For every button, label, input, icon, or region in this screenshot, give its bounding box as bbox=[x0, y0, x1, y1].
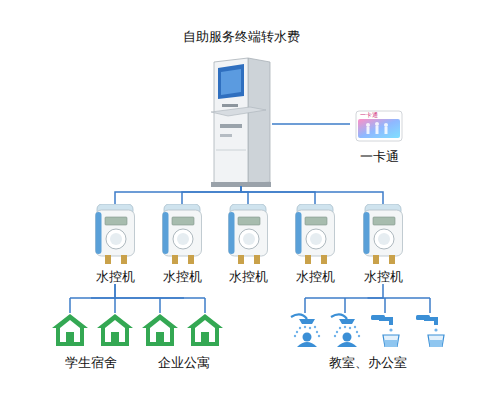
water-meter bbox=[296, 204, 335, 264]
kiosk-screen-inner bbox=[221, 69, 241, 95]
connector-line bbox=[115, 284, 184, 298]
connector-line bbox=[241, 186, 248, 204]
water-meter bbox=[163, 204, 202, 264]
card-node: 一卡通 bbox=[350, 108, 408, 164]
branch-drop bbox=[429, 298, 431, 313]
node-label: 水控机 bbox=[73, 269, 157, 284]
card-figures bbox=[366, 122, 388, 134]
water-controller: 水控机 bbox=[293, 204, 337, 284]
branch-bus bbox=[305, 297, 430, 299]
card-body bbox=[356, 111, 402, 141]
kiosk-side bbox=[248, 58, 270, 184]
kiosk-slot bbox=[220, 124, 242, 128]
node-heading: 自助服务终端转水费 bbox=[183, 29, 300, 44]
kiosk-node: 自助服务终端转水费 bbox=[210, 54, 272, 186]
node-label: 水控机 bbox=[273, 269, 357, 284]
branch-drop bbox=[384, 298, 386, 313]
node-label: 学生宿舍 bbox=[26, 355, 156, 370]
connector-line bbox=[368, 284, 384, 298]
card-illustration bbox=[356, 111, 402, 141]
connector-line bbox=[241, 186, 315, 204]
branch-drop bbox=[304, 298, 306, 313]
water-controller: 水控机 bbox=[160, 204, 204, 284]
kiosk-slot bbox=[222, 104, 238, 107]
kiosk-illustration bbox=[211, 58, 271, 187]
water-meter bbox=[364, 204, 403, 264]
branch-drop bbox=[344, 298, 346, 313]
shower-icon bbox=[291, 314, 320, 347]
water-use-icons bbox=[291, 314, 444, 347]
water-controller: 水控机 bbox=[361, 204, 405, 284]
tap-icon bbox=[416, 315, 444, 347]
shower-icon bbox=[331, 314, 360, 347]
meter-illustrations bbox=[96, 204, 403, 264]
node-label: 企业公寓 bbox=[120, 355, 248, 370]
classroom-group: 教室、办公室 bbox=[285, 298, 450, 370]
house-icon bbox=[97, 314, 133, 346]
branch-drop bbox=[159, 298, 161, 313]
connector-line bbox=[241, 186, 383, 204]
node-label: 一卡通 bbox=[330, 149, 428, 164]
branch-wires bbox=[70, 298, 430, 313]
node-label: 水控机 bbox=[206, 269, 290, 284]
house-icon bbox=[52, 314, 88, 346]
kiosk-base bbox=[211, 182, 271, 187]
water-meter bbox=[96, 204, 135, 264]
building-group: 学生宿舍 bbox=[46, 298, 136, 370]
water-meter bbox=[229, 204, 268, 264]
connector-line bbox=[115, 186, 241, 204]
card-print: 一卡通 bbox=[360, 111, 378, 118]
branch-bus bbox=[70, 297, 205, 299]
building-icons bbox=[52, 314, 223, 346]
water-controller: 水控机 bbox=[226, 204, 270, 284]
tap-icon bbox=[371, 315, 399, 347]
connector-line bbox=[91, 284, 115, 298]
node-label: 教室、办公室 bbox=[265, 355, 470, 370]
kiosk-ledge bbox=[211, 107, 266, 116]
kiosk-screen bbox=[218, 64, 244, 99]
kiosk-panel-line bbox=[216, 150, 246, 151]
connector-line bbox=[182, 186, 241, 204]
house-icon bbox=[142, 314, 178, 346]
branch-drop bbox=[69, 298, 71, 313]
kiosk-front bbox=[214, 58, 248, 184]
water-controller: 水控机 bbox=[93, 204, 137, 284]
connector-line bbox=[272, 123, 350, 125]
node-label: 水控机 bbox=[341, 269, 425, 284]
branch-drop bbox=[204, 298, 206, 313]
card-picture bbox=[358, 119, 400, 138]
node-label: 水控机 bbox=[140, 269, 224, 284]
kiosk-slot bbox=[220, 134, 232, 137]
building-group: 企业公寓 bbox=[140, 298, 228, 370]
house-icon bbox=[187, 314, 223, 346]
branch-drop bbox=[114, 298, 116, 313]
